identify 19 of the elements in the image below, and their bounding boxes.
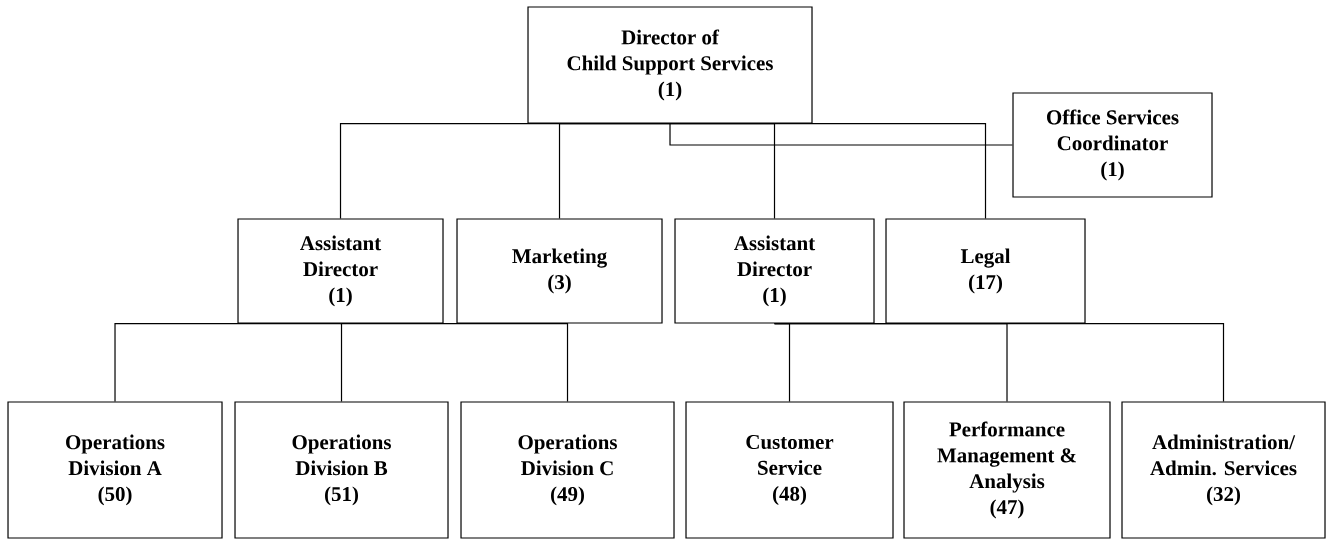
position-box: Administration/ Admin. Services (32) bbox=[1121, 401, 1326, 539]
connector-line bbox=[669, 123, 1013, 146]
position-box: Customer Service (48) bbox=[685, 401, 894, 539]
position-box: Assistant Director (1) bbox=[237, 218, 444, 324]
position-box: Assistant Director (1) bbox=[674, 218, 875, 324]
position-box: Operations Division B (51) bbox=[234, 401, 449, 539]
position-box: Legal (17) bbox=[885, 218, 1086, 324]
connector-line bbox=[339, 323, 569, 402]
connector-line bbox=[773, 323, 1225, 402]
connector-line bbox=[114, 323, 342, 402]
position-box: Operations Division C (49) bbox=[460, 401, 675, 539]
position-box: Director of Child Support Services (1) bbox=[527, 6, 813, 124]
connector-line bbox=[558, 123, 671, 219]
position-box: Operations Division A (50) bbox=[7, 401, 223, 539]
position-box: Office Services Coordinator (1) bbox=[1012, 92, 1213, 198]
position-box: Performance Management & Analysis (47) bbox=[903, 401, 1111, 539]
connector-line bbox=[669, 123, 987, 219]
connector-line bbox=[339, 323, 343, 402]
position-box: Marketing (3) bbox=[456, 218, 663, 324]
